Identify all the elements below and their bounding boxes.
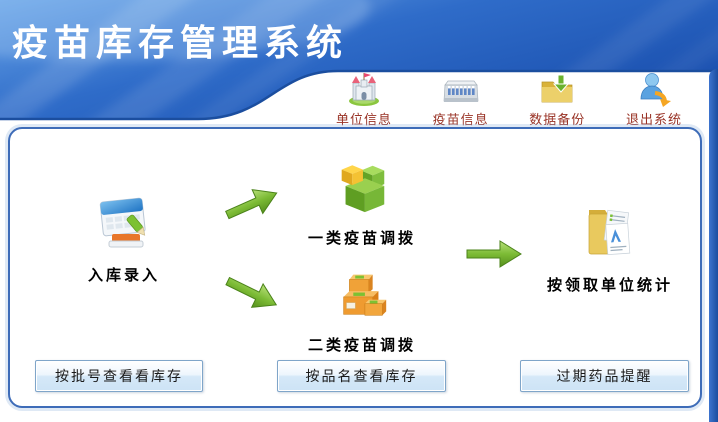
flow-node-unit-statistics[interactable]: 按领取单位统计 bbox=[525, 202, 695, 295]
arrow-right-icon bbox=[464, 238, 524, 270]
stock-entry-icon bbox=[93, 192, 155, 258]
arrow-down-right-icon bbox=[218, 265, 286, 320]
view-by-batch-button[interactable]: 按批号查看看库存 bbox=[35, 360, 203, 392]
flow-node-class1-allocation[interactable]: 一类疫苗调拨 bbox=[282, 157, 442, 248]
app-title: 疫苗库存管理系统 bbox=[12, 23, 349, 64]
arrow-up-right-icon bbox=[218, 177, 286, 231]
toolbar: 单位信息 bbox=[318, 71, 700, 128]
class1-blocks-icon bbox=[332, 157, 392, 221]
main-panel: 入库录入 bbox=[8, 127, 702, 408]
flow-node-label: 按领取单位统计 bbox=[546, 276, 673, 294]
banner-background bbox=[0, 0, 718, 121]
flow-node-stock-entry[interactable]: 入库录入 bbox=[54, 192, 194, 285]
toolbar-item-vaccine-info[interactable]: 疫苗信息 bbox=[415, 71, 507, 128]
toolbar-item-data-backup[interactable]: 数据备份 bbox=[511, 71, 603, 128]
toolbar-item-label: 疫苗信息 bbox=[432, 113, 489, 128]
exit-user-icon bbox=[635, 71, 673, 107]
backup-folder-icon bbox=[538, 71, 576, 107]
flow-node-label: 二类疫苗调拨 bbox=[307, 336, 416, 354]
toolbar-item-label: 数据备份 bbox=[529, 113, 586, 128]
unit-stats-folder-icon bbox=[579, 202, 641, 268]
right-edge-strip bbox=[709, 69, 718, 422]
expired-drug-reminder-button[interactable]: 过期药品提醒 bbox=[520, 360, 689, 392]
flow-node-class2-allocation[interactable]: 二类疫苗调拨 bbox=[282, 264, 442, 355]
toolbar-item-exit-system[interactable]: 退出系统 bbox=[608, 71, 700, 128]
castle-icon bbox=[345, 71, 383, 107]
toolbar-item-label: 单位信息 bbox=[335, 113, 392, 128]
toolbar-item-label: 退出系统 bbox=[625, 113, 682, 128]
class2-boxes-icon bbox=[332, 264, 392, 328]
view-by-name-button[interactable]: 按品名查看库存 bbox=[277, 360, 446, 392]
app-banner: 疫苗库存管理系统 bbox=[0, 0, 718, 125]
toolbar-item-unit-info[interactable]: 单位信息 bbox=[318, 71, 410, 128]
flow-node-label: 入库录入 bbox=[87, 266, 160, 284]
vaccine-box-icon bbox=[441, 71, 481, 107]
flow-node-label: 一类疫苗调拨 bbox=[307, 229, 416, 247]
